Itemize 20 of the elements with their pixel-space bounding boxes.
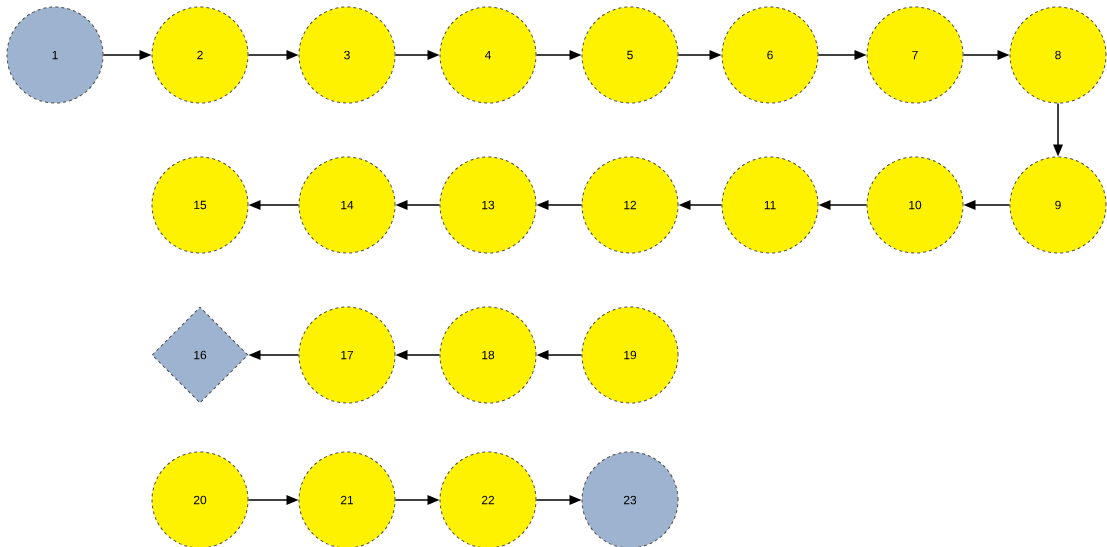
arrow	[962, 50, 1010, 60]
arrow	[535, 495, 582, 505]
arrow	[536, 350, 583, 360]
arrow	[535, 50, 582, 60]
arrow	[817, 50, 867, 60]
arrow	[394, 495, 440, 505]
arrow	[395, 350, 441, 360]
arrow	[677, 50, 722, 60]
arrow	[247, 495, 299, 505]
arrow	[248, 350, 300, 360]
arrow	[536, 200, 583, 210]
arrow	[102, 50, 152, 60]
arrow	[247, 50, 299, 60]
arrow	[963, 200, 1011, 210]
arrow	[818, 200, 868, 210]
arrow	[678, 200, 723, 210]
arrow	[394, 50, 440, 60]
arrow	[248, 200, 300, 210]
arrow	[1053, 102, 1063, 157]
arrow	[395, 200, 441, 210]
